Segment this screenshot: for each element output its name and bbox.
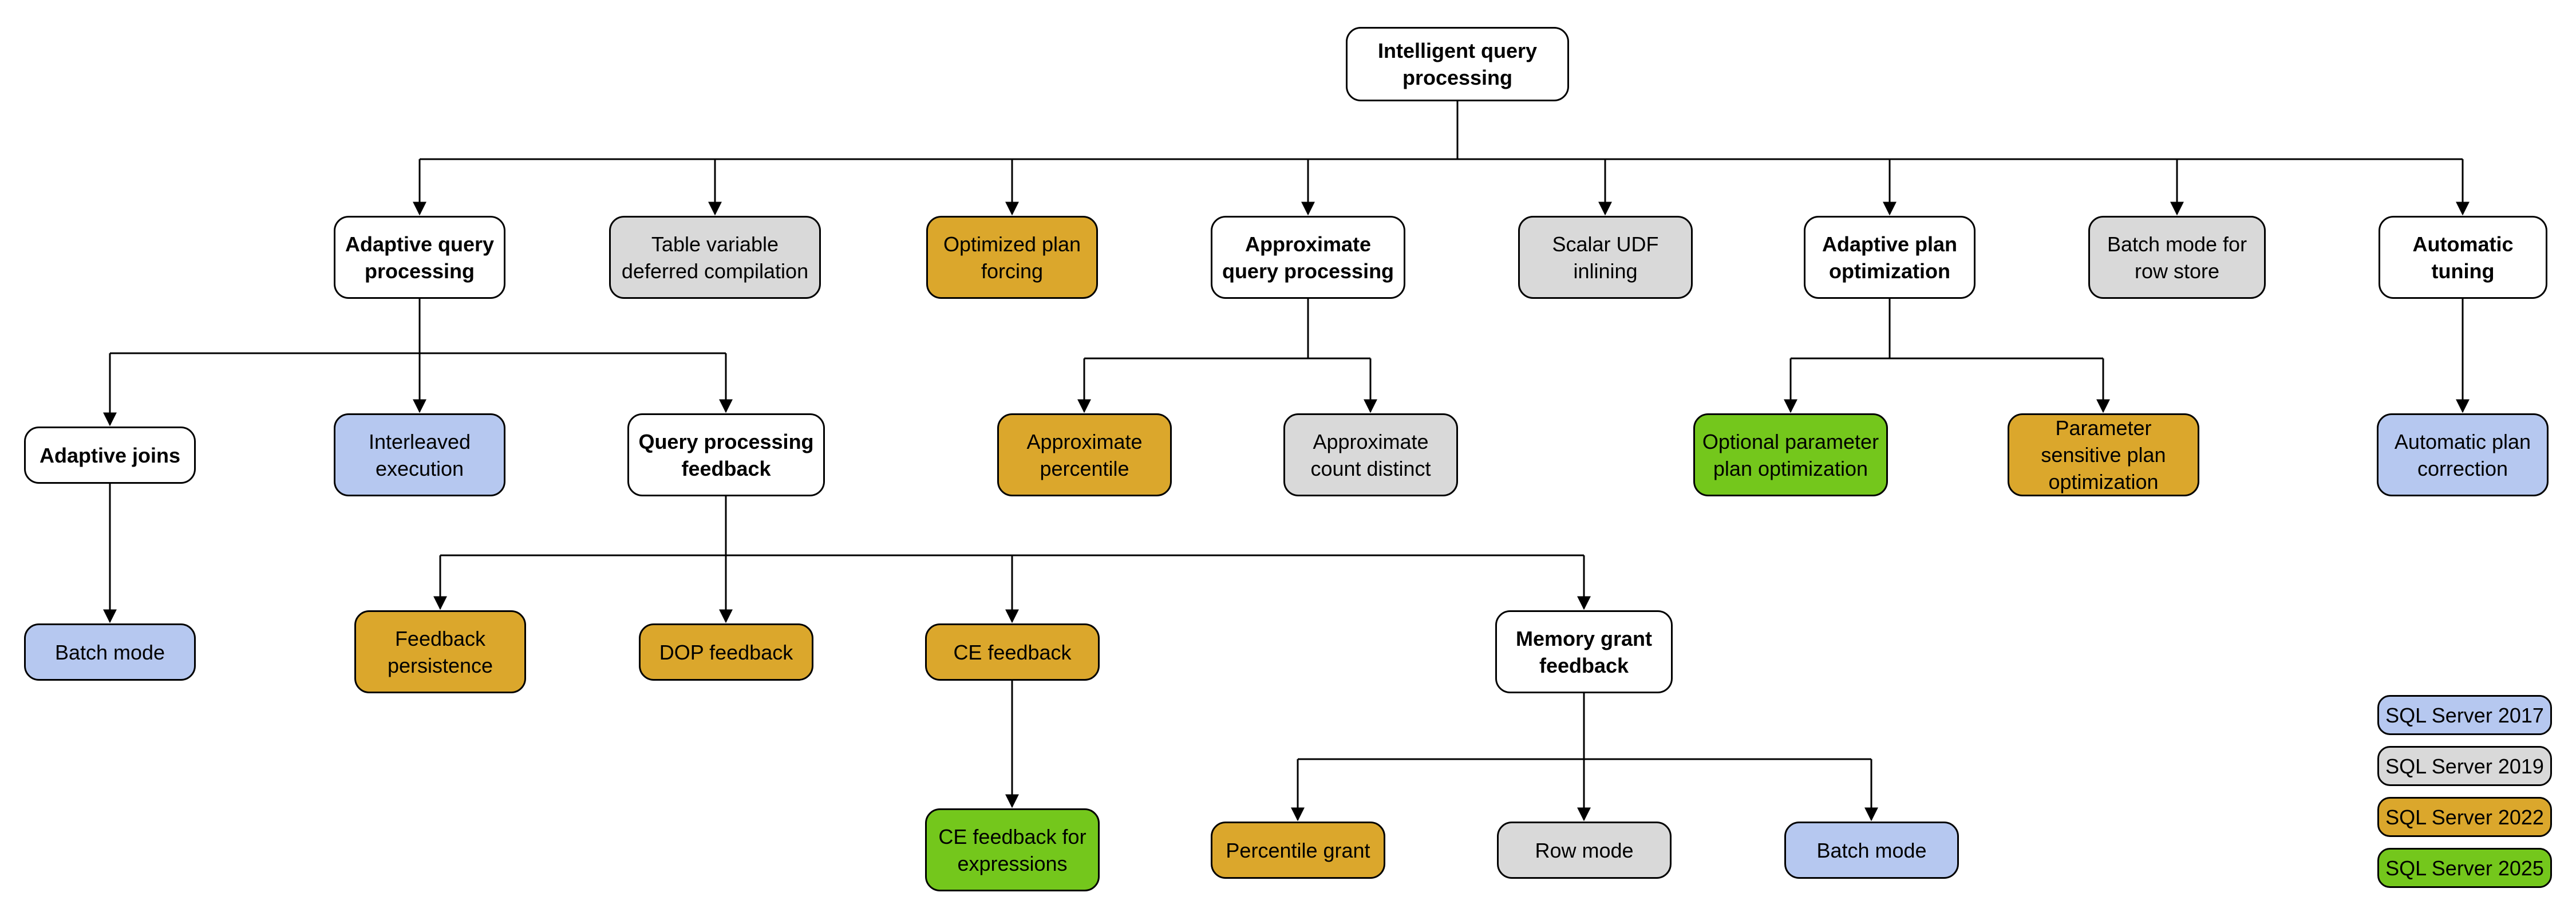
node-batch-mode-for-row-store: Batch mode for row store	[2088, 216, 2266, 299]
node-adaptive-query-processing: Adaptive query processing	[334, 216, 505, 299]
legend-sql-server-2025: SQL Server 2025	[2377, 848, 2552, 888]
legend-sql-server-2019: SQL Server 2019	[2377, 746, 2552, 786]
node-row-mode: Row mode	[1497, 822, 1672, 879]
node-ce-feedback-for-expressions: CE feedback for expressions	[925, 808, 1100, 891]
node-automatic-tuning: Automatic tuning	[2379, 216, 2547, 299]
node-batch-mode-memory-grant: Batch mode	[1784, 822, 1959, 879]
node-adaptive-plan-optimization: Adaptive plan optimization	[1804, 216, 1976, 299]
node-adaptive-joins: Adaptive joins	[24, 427, 196, 484]
node-feedback-persistence: Feedback persistence	[354, 610, 526, 693]
node-automatic-plan-correction: Automatic plan correction	[2377, 413, 2549, 496]
node-query-processing-feedback: Query processing feedback	[627, 413, 825, 496]
node-approximate-count-distinct: Approximate count distinct	[1283, 413, 1458, 496]
node-dop-feedback: DOP feedback	[639, 623, 813, 681]
node-approximate-percentile: Approximate percentile	[997, 413, 1172, 496]
node-parameter-sensitive-plan-optimization: Parameter sensitive plan optimization	[2008, 413, 2199, 496]
node-interleaved-execution: Interleaved execution	[334, 413, 505, 496]
node-memory-grant-feedback: Memory grant feedback	[1495, 610, 1673, 693]
node-approximate-query-processing: Approximate query processing	[1211, 216, 1405, 299]
node-scalar-udf-inlining: Scalar UDF inlining	[1518, 216, 1693, 299]
node-batch-mode-adaptive-joins: Batch mode	[24, 623, 196, 681]
legend-sql-server-2017: SQL Server 2017	[2377, 695, 2552, 735]
legend-sql-server-2022: SQL Server 2022	[2377, 797, 2552, 837]
node-ce-feedback: CE feedback	[925, 623, 1100, 681]
node-table-variable-deferred-compilation: Table variable deferred compilation	[609, 216, 821, 299]
node-optimized-plan-forcing: Optimized plan forcing	[926, 216, 1098, 299]
node-percentile-grant: Percentile grant	[1211, 822, 1385, 879]
node-intelligent-query-processing: Intelligent query processing	[1346, 27, 1569, 101]
node-optional-parameter-plan-optimization: Optional parameter plan optimization	[1693, 413, 1888, 496]
